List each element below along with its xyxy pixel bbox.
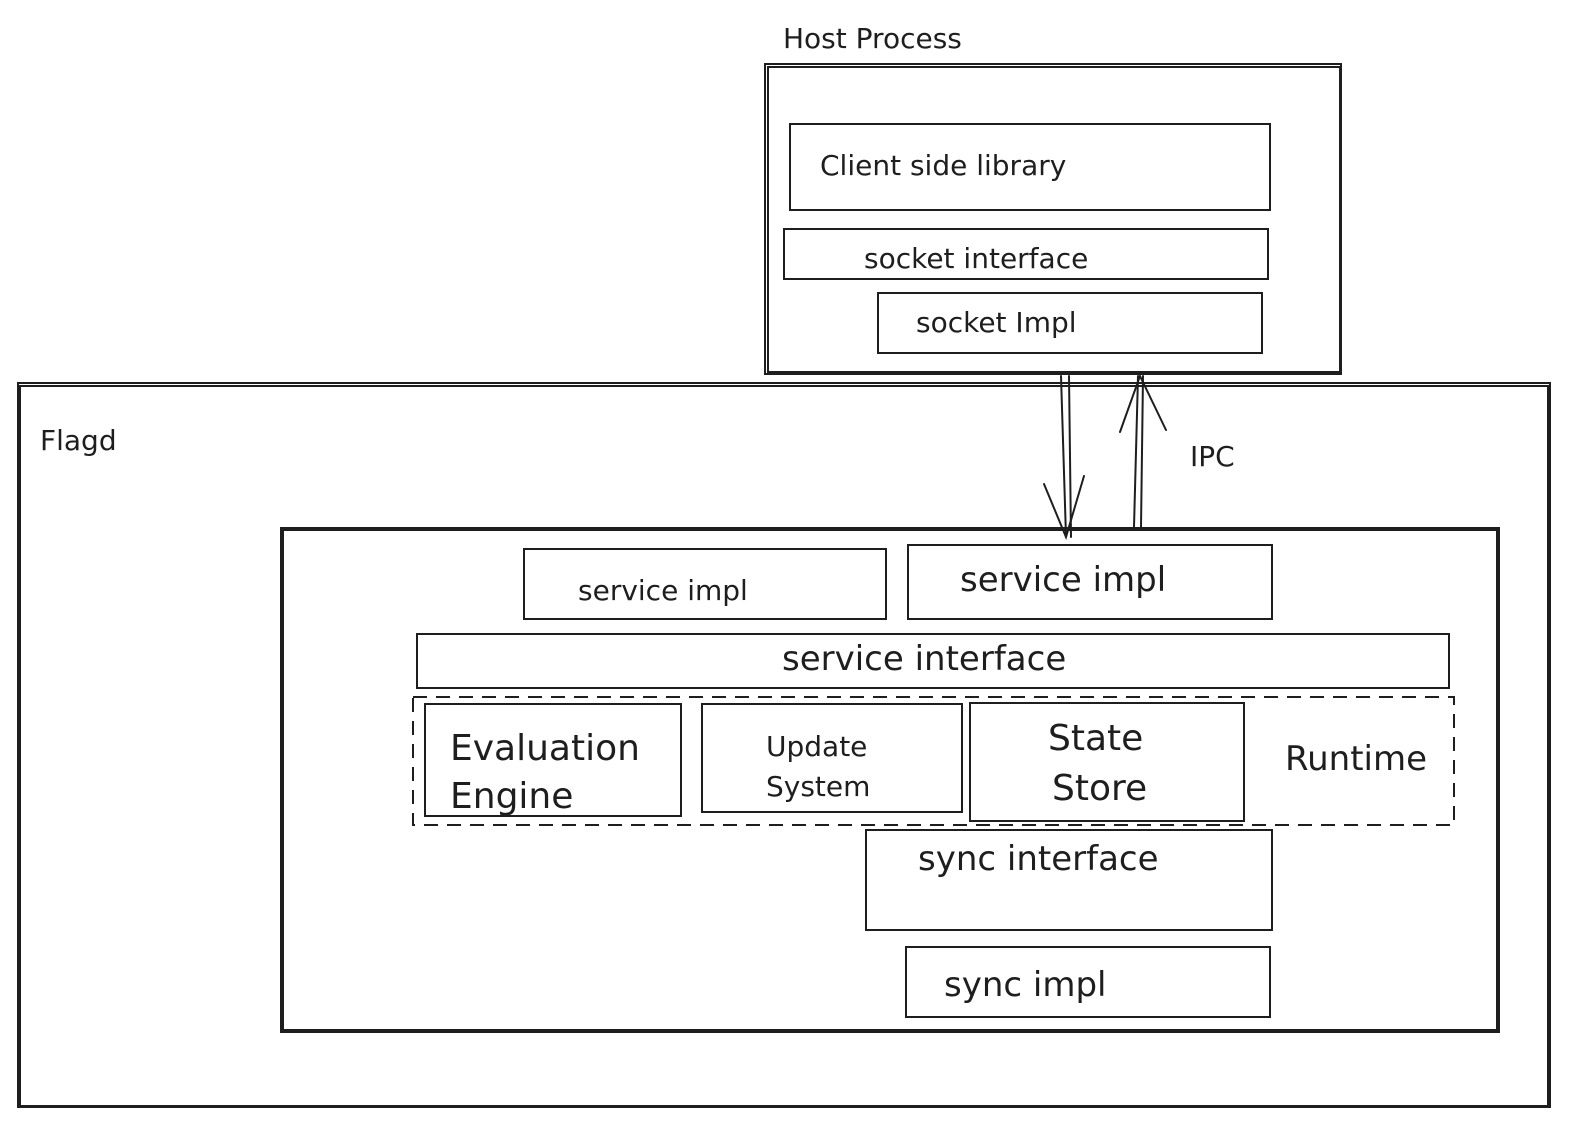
socket-impl-label: socket Impl (916, 306, 1077, 339)
runtime-dashed-box (412, 696, 1455, 826)
host-process-title: Host Process (783, 22, 962, 55)
evaluation-engine-line-2: Engine (450, 776, 573, 817)
flagd-title: Flagd (40, 424, 117, 457)
client-library-label: Client side library (820, 149, 1066, 182)
update-system-line-1: Update (766, 730, 867, 763)
ipc-down-arrow-shaft (1060, 375, 1067, 538)
socket-interface-label: socket interface (864, 242, 1088, 275)
state-store-box (969, 702, 1245, 822)
client-library-box (789, 123, 1271, 211)
sync-impl-label: sync impl (944, 965, 1106, 1005)
sync-interface-box (865, 829, 1273, 931)
state-store-line-1: State (1048, 718, 1143, 759)
ipc-label: IPC (1190, 440, 1235, 473)
evaluation-engine-box (424, 703, 682, 817)
socket-interface-box (783, 228, 1269, 280)
sync-interface-label: sync interface (918, 839, 1159, 879)
socket-impl-box (877, 292, 1263, 354)
ipc-down-arrow-head (1043, 475, 1085, 540)
update-system-box (701, 703, 963, 813)
evaluation-engine-line-1: Evaluation (450, 728, 640, 769)
state-store-line-2: Store (1052, 768, 1147, 809)
service-impl-right-label: service impl (960, 560, 1166, 600)
runtime-label: Runtime (1285, 739, 1427, 779)
state-store-label: State Store (1048, 718, 1155, 809)
evaluation-engine-label: Evaluation Engine (450, 728, 651, 817)
sync-impl-box (905, 946, 1271, 1018)
ipc-up-arrow-head (1119, 373, 1167, 433)
service-impl-left-box (523, 548, 887, 620)
service-impl-right-box (907, 544, 1273, 620)
update-system-line-2: System (766, 770, 870, 803)
update-system-label: Update System (766, 730, 876, 803)
ipc-up-arrow-shaft (1133, 375, 1139, 528)
ipc-arrows: IPC (1043, 373, 1235, 540)
service-interface-box (416, 633, 1450, 689)
service-interface-label: service interface (782, 639, 1066, 679)
host-process-group: Host Process Client side library socket … (764, 22, 1342, 375)
service-impl-left-label: service impl (578, 574, 748, 607)
flagd-inner-box (282, 529, 1498, 1031)
flagd-group: Flagd IPC service impl service impl serv… (17, 373, 1551, 1108)
